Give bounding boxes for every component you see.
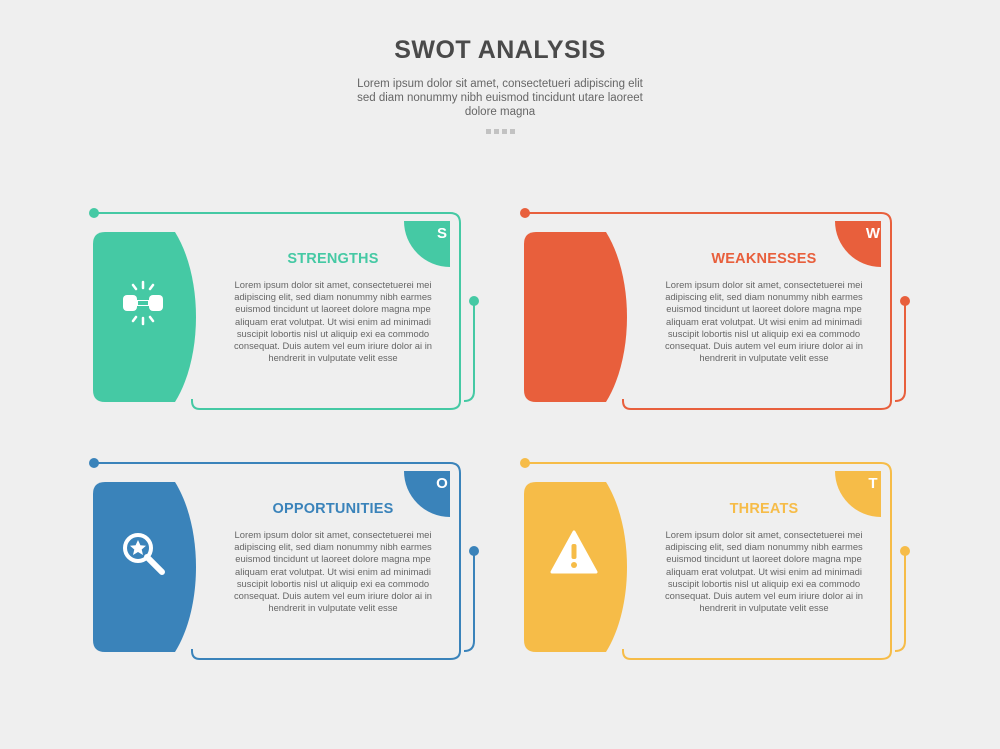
connector-line-outer: [525, 462, 892, 660]
card-frame: [89, 208, 479, 410]
connector-dot-start: [89, 458, 99, 468]
divider-dots: [0, 129, 1000, 134]
card-title: THREATS: [729, 501, 799, 517]
connector-line-outer: [94, 212, 461, 410]
connector-spacer: [464, 301, 474, 403]
card-letter: T: [868, 475, 878, 492]
page-subtitle: Lorem ipsum dolor sit amet, consectetuer…: [357, 78, 643, 118]
connector-dot-start: [89, 208, 99, 218]
connector-line-inner: [463, 301, 475, 402]
connector-line-outer: [525, 212, 892, 410]
dumbbell-icon: [123, 280, 163, 326]
swot-card-opportunities: O OPPORTUNITIES Lorem ipsum dolor sit am…: [88, 455, 479, 665]
card-frame: [520, 208, 910, 410]
corner-tab: [835, 471, 881, 517]
connector-line-inner: [894, 301, 906, 402]
swot-card-weaknesses: W WEAKNESSES Lorem ipsum dolor sit amet,…: [519, 205, 910, 415]
connector-spacer-2: [895, 551, 905, 655]
card-letter: W: [865, 225, 881, 242]
connector-dot-start: [520, 458, 530, 468]
connector-line-inner: [463, 551, 475, 652]
card-side-panel: [524, 232, 627, 402]
card-title: STRENGTHS: [287, 251, 379, 267]
card-frame: [89, 458, 479, 660]
connector-spacer-2: [464, 301, 474, 405]
header: SWOT ANALYSIS Lorem ipsum dolor sit amet…: [0, 36, 1000, 134]
page-title: SWOT ANALYSIS: [394, 36, 606, 64]
corner-tab: [404, 221, 450, 267]
card-letter: O: [436, 475, 448, 492]
warning-icon: [550, 530, 598, 574]
magnifier-star-icon: [123, 533, 165, 575]
card-side-panel: [93, 482, 196, 652]
corner-tab: [835, 221, 881, 267]
connector-spacer-2: [895, 301, 905, 405]
connector-spacer: [895, 551, 905, 653]
card-title: WEAKNESSES: [711, 251, 817, 267]
card-description: Lorem ipsum dolor sit amet, consectetuer…: [233, 529, 432, 614]
swot-card-strengths: S STRENGTHS Lorem ipsum dolor sit amet, …: [88, 205, 479, 415]
connector-spacer-2: [464, 551, 474, 655]
card-description: Lorem ipsum dolor sit amet, consectetuer…: [664, 529, 863, 614]
card-title: OPPORTUNITIES: [272, 501, 394, 517]
connector-dot-start: [520, 208, 530, 218]
connector-spacer: [895, 301, 905, 403]
card-side-panel: [93, 232, 196, 402]
corner-tab: [404, 471, 450, 517]
swot-card-threats: T THREATS Lorem ipsum dolor sit amet, co…: [519, 455, 910, 665]
card-description: Lorem ipsum dolor sit amet, consectetuer…: [233, 279, 432, 364]
connector-line-inner: [894, 551, 906, 652]
connector-spacer: [464, 551, 474, 653]
card-frame: [520, 458, 910, 660]
connector-line-outer: [94, 462, 461, 660]
card-letter: S: [436, 225, 447, 242]
card-description: Lorem ipsum dolor sit amet, consectetuer…: [664, 279, 863, 364]
